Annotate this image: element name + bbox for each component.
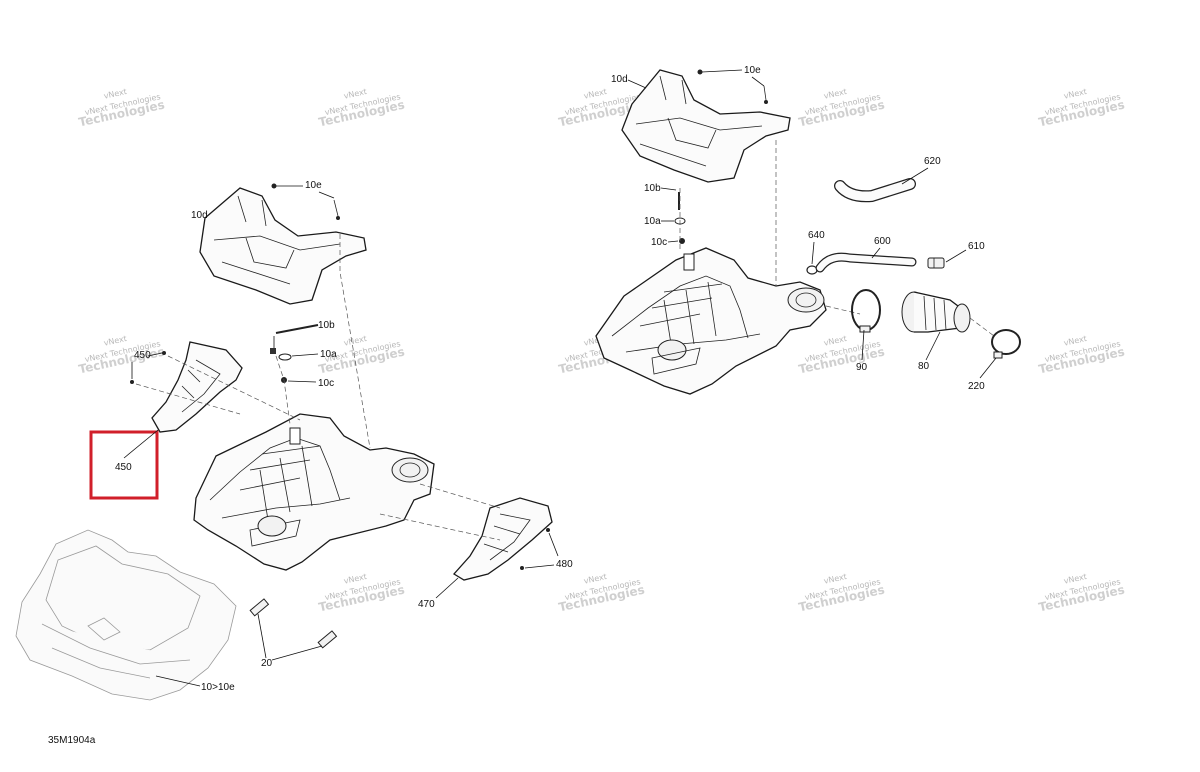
watermark: vNext Technologies vNext Technologies [317,87,406,129]
part-10d-upper-cover-left[interactable] [199,187,367,305]
assembly-guide-line-right-4 [969,317,995,337]
watermark: vNext Technologies vNext Technologies [1037,572,1126,614]
part-470-side-panel[interactable] [452,497,553,581]
callout-220: 220 [968,381,985,392]
watermark: vNext Technologies vNext Technologies [77,87,166,129]
part-450-side-panel[interactable] [130,341,243,433]
watermark: vNext Technologies vNext Technologies [317,572,406,614]
part-10e-screw-right[interactable] [697,69,769,105]
callout-610: 610 [968,241,985,252]
part-10d-upper-cover-right[interactable] [621,69,791,183]
part-640-clamp[interactable] [806,265,818,275]
callout-10c-left: 10c [318,378,334,389]
callout-10-to-10e: 10>10e [201,682,235,693]
callout-620: 620 [924,156,941,167]
part-10b-bolt-left[interactable] [270,324,319,354]
svg-text:vNext: vNext [823,334,848,348]
svg-text:vNext: vNext [1063,87,1088,101]
watermark: vNext Technologies vNext Technologies [1037,334,1126,376]
part-10-assembly-ghost[interactable] [15,529,237,701]
callout-10e-right: 10e [744,65,761,76]
callout-10e-left: 10e [305,180,322,191]
svg-text:vNext: vNext [103,334,128,348]
part-10a-washer-left[interactable] [278,353,292,361]
callout-10a-right: 10a [644,216,661,227]
part-610-fitting[interactable] [927,257,945,269]
assembly-guide-lines-left [135,234,501,541]
callout-470: 470 [418,599,435,610]
part-220-clamp[interactable] [991,329,1021,359]
part-10e-screw-left[interactable] [271,183,341,221]
part-600-hose[interactable] [815,252,917,273]
callout-10d-left: 10d [191,210,208,221]
svg-text:vNext: vNext [583,572,608,586]
part-90-clamp[interactable] [851,289,881,333]
callout-600: 600 [874,236,891,247]
part-620-hose[interactable] [834,178,916,203]
part-airbox-body-left[interactable] [193,413,435,571]
watermark: vNext Technologies vNext Technologies [797,87,886,129]
diagram-reference-code: 35M1904a [48,735,96,746]
svg-text:vNext: vNext [583,87,608,101]
part-80-filter-adapter[interactable] [901,291,971,333]
watermark: vNext Technologies vNext Technologies [557,572,646,614]
callout-450-highlight: 450 [115,462,132,473]
callout-10d-right: 10d [611,74,628,85]
watermark: vNext Technologies vNext Technologies [797,572,886,614]
callout-10c-right: 10c [651,237,667,248]
svg-text:vNext: vNext [823,572,848,586]
svg-text:vNext: vNext [823,87,848,101]
callout-90: 90 [856,362,868,373]
svg-text:vNext: vNext [343,572,368,586]
watermark: vNext Technologies vNext Technologies [77,334,166,376]
callout-480: 480 [556,559,573,570]
callout-10a-left: 10a [320,349,337,360]
callout-10b-left: 10b [318,320,335,331]
callout-20: 20 [261,658,273,669]
callout-80: 80 [918,361,930,372]
callout-450: 450 [134,350,151,361]
svg-text:vNext: vNext [103,87,128,101]
watermark: vNext Technologies vNext Technologies [797,334,886,376]
svg-text:vNext: vNext [1063,572,1088,586]
callout-10b-right: 10b [644,183,661,194]
svg-text:vNext: vNext [343,87,368,101]
part-10c-nut-right[interactable] [679,238,685,244]
part-airbox-body-right[interactable] [595,247,827,395]
svg-text:vNext: vNext [1063,334,1088,348]
callout-640: 640 [808,230,825,241]
assembly-guide-line-right-3 [825,305,861,315]
part-20-clip[interactable] [249,598,338,649]
svg-text:vNext: vNext [343,334,368,348]
watermark: vNext Technologies vNext Technologies [1037,87,1126,129]
highlight-box-450 [89,430,159,500]
